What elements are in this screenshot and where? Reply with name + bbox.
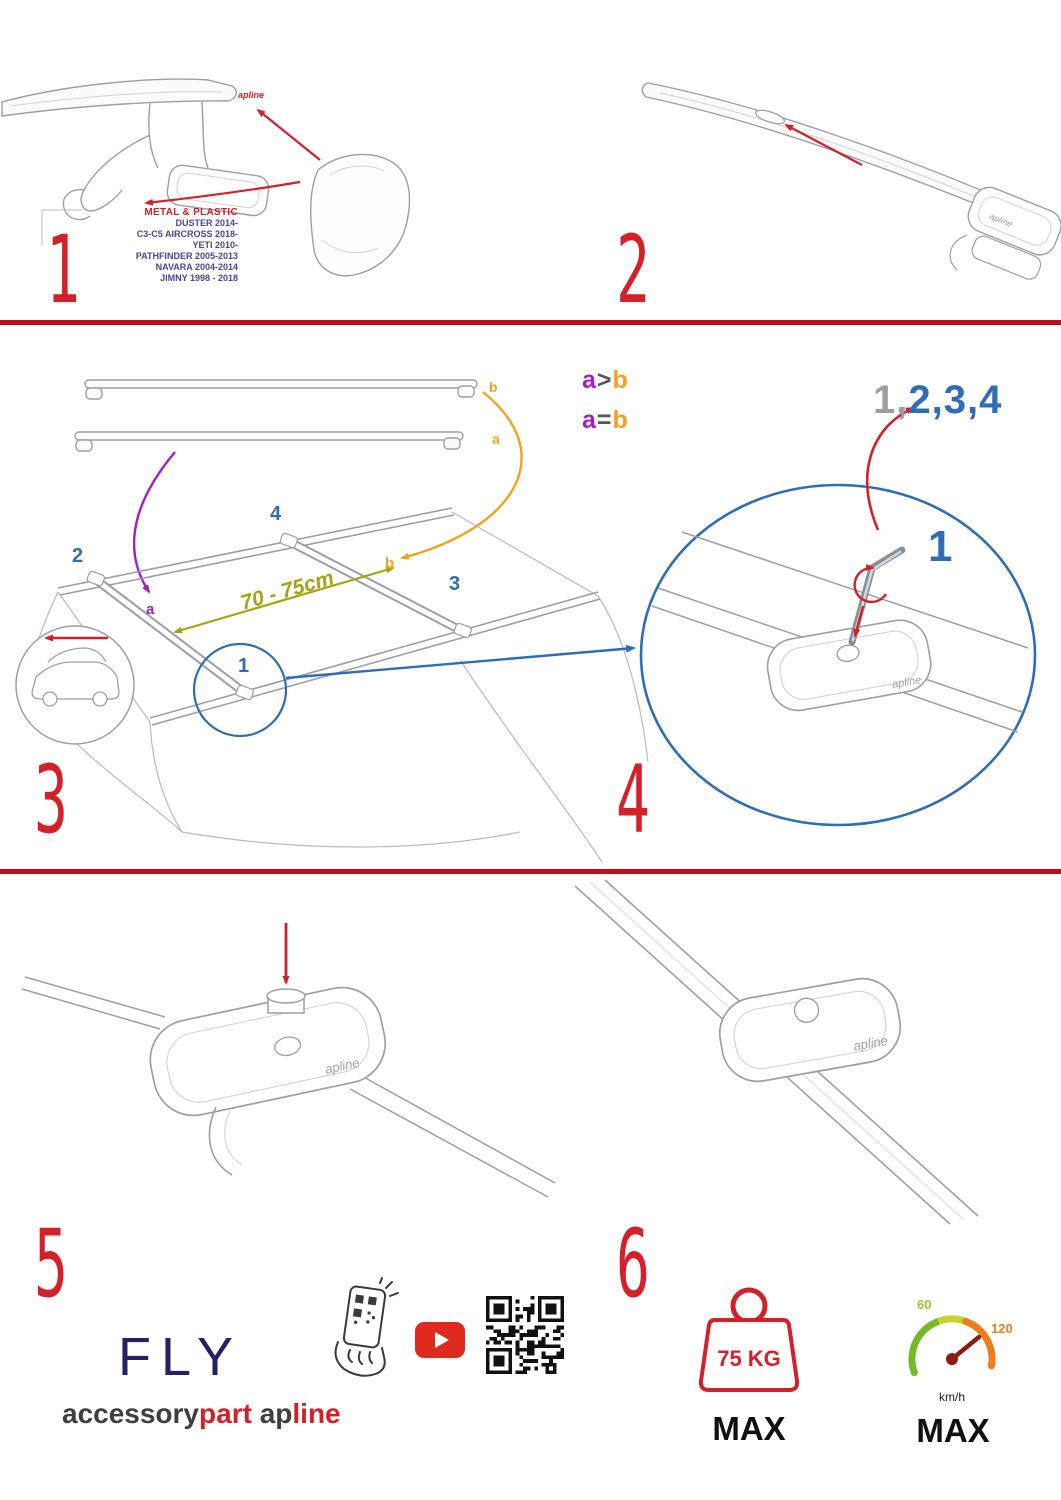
step4-zoom-drawing: apline	[639, 406, 1037, 827]
roof-pos-3: 3	[449, 573, 460, 595]
bar-label-b: b	[489, 379, 498, 395]
bolt-number-1: 1	[928, 522, 953, 571]
step-number-3: 3	[34, 746, 68, 855]
roof-pos-4: 4	[270, 503, 282, 525]
vehicle-compatibility-list: METAL & PLASTIC DUSTER 2014- C3-C5 AIRCR…	[96, 207, 238, 284]
relation-a-gt-b: a>b	[582, 366, 629, 394]
material-label: METAL & PLASTIC	[144, 207, 238, 218]
speed-120-label: 120	[991, 1321, 1013, 1336]
speedometer-icon: 60 120 km/h	[908, 1297, 1013, 1404]
speed-max-label: MAX	[916, 1412, 990, 1449]
step2-bar-drawing: apline	[641, 82, 1061, 280]
section-divider-bottom	[0, 869, 1061, 874]
weight-value: 75 KG	[717, 1346, 781, 1371]
roof-pos-1: 1	[238, 655, 249, 677]
step6-mounted-drawing: apline	[574, 879, 979, 1225]
car-inset	[15, 625, 135, 745]
qr-code	[486, 1296, 564, 1374]
speed-60-label: 60	[917, 1297, 931, 1312]
product-name: FLY	[118, 1327, 244, 1387]
apline-logo-step5: apline	[324, 1055, 361, 1077]
vehicle-line: NAVARA 2004-2014	[155, 262, 238, 272]
step5-knob-drawing: apline	[21, 923, 556, 1198]
step-number-4: 4	[616, 746, 650, 855]
section-divider-top	[0, 320, 1061, 325]
step-number-5: 5	[34, 1210, 68, 1319]
position1-circle	[192, 642, 288, 738]
step-number-6: 6	[616, 1210, 650, 1319]
vehicle-line: C3-C5 AIRCROSS 2018-	[136, 229, 238, 239]
roof-label-a: a	[146, 601, 155, 618]
speed-unit-label: km/h	[939, 1390, 965, 1404]
tighten-order-callout: 1,2,3,4	[873, 378, 1003, 422]
weight-max-label: MAX	[712, 1410, 786, 1447]
apline-logo-step6: apline	[852, 1033, 889, 1054]
relation-a-eq-b: a=b	[582, 406, 629, 434]
youtube-icon	[415, 1322, 465, 1358]
bar-label-a: a	[492, 431, 500, 447]
phone-scan-icon	[334, 1277, 399, 1377]
vehicle-line: YETI 2010-	[192, 240, 238, 250]
vehicle-line: DUSTER 2014-	[175, 218, 238, 228]
weight-limit-icon: 75 KG	[698, 1287, 800, 1392]
step-number-1: 1	[46, 216, 80, 325]
brand-wordmark: accessorypart apline	[62, 1398, 341, 1429]
distance-label: 70 - 75cm	[238, 566, 336, 614]
apline-logo-step4: apline	[891, 674, 922, 691]
apline-logo-step1: apline	[238, 90, 264, 100]
vehicle-line: JIMNY 1998 - 2018	[160, 273, 238, 283]
step3-roof-drawing: b a	[15, 379, 649, 863]
step1-clamp-drawing: apline	[1, 78, 411, 277]
roof-pos-2: 2	[72, 545, 83, 567]
roof-label-b: b	[385, 555, 394, 572]
step-number-2: 2	[616, 216, 650, 325]
vehicle-line: PATHFINDER 2005-2013	[135, 251, 238, 261]
